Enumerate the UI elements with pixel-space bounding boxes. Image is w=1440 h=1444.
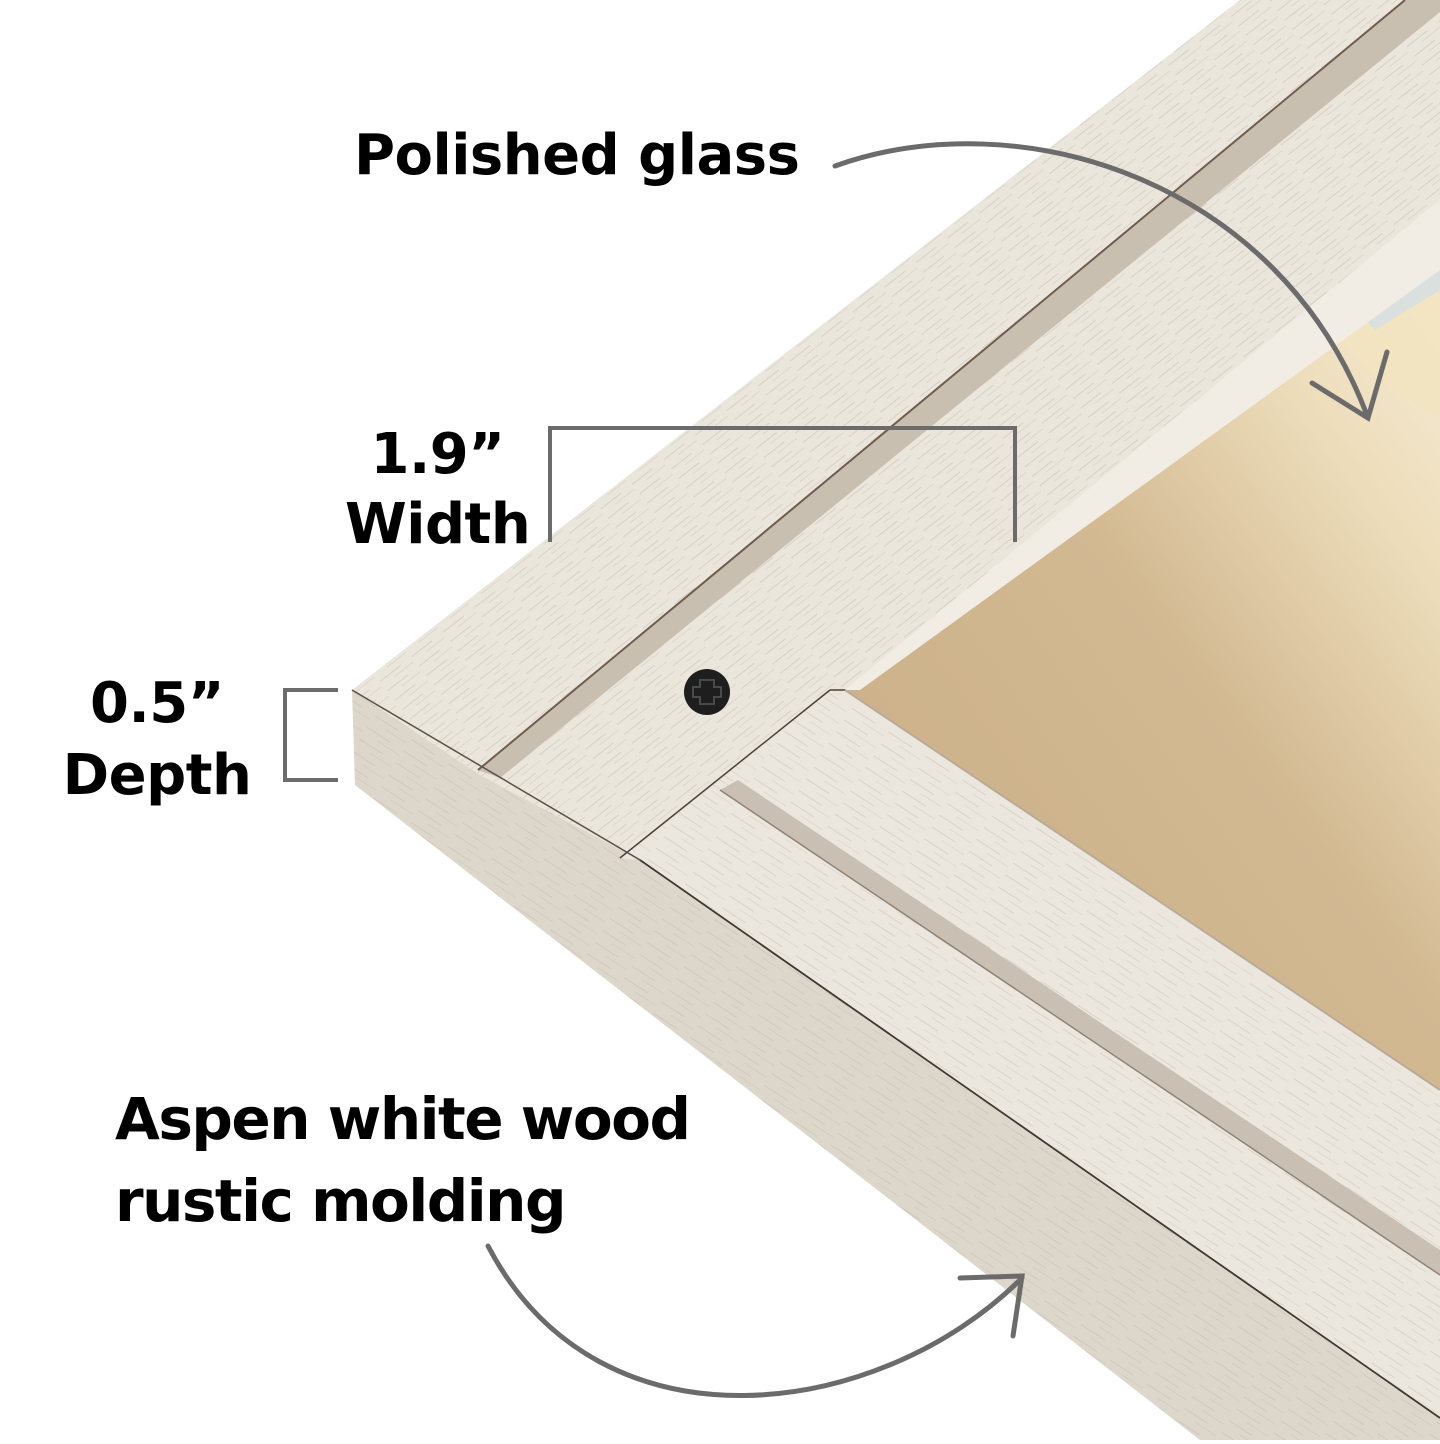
width-value: 1.9” [370,422,505,487]
top-rail-groove [478,0,1440,778]
screw-icon [684,669,730,715]
depth-bracket [283,688,338,782]
width-bracket [548,426,1017,542]
framed-photo [845,270,1440,1090]
molding-line-1: Aspen white wood [115,1085,691,1153]
callout-width: 1.9” Width [345,420,531,560]
depth-value: 0.5” [89,671,225,736]
callout-molding: Aspen white wood rustic molding [115,1078,691,1242]
molding-arrow-icon [485,1243,1025,1398]
glass-arrow-icon [832,141,1390,422]
molding-line-2: rustic molding [115,1167,566,1235]
bottom-rail-groove [720,780,1440,1275]
miter-seam [619,689,831,859]
callout-polished-glass: Polished glass [354,123,800,188]
depth-label: Depth [62,743,252,808]
width-label: Width [345,492,531,557]
callout-depth: 0.5” Depth [62,668,252,812]
